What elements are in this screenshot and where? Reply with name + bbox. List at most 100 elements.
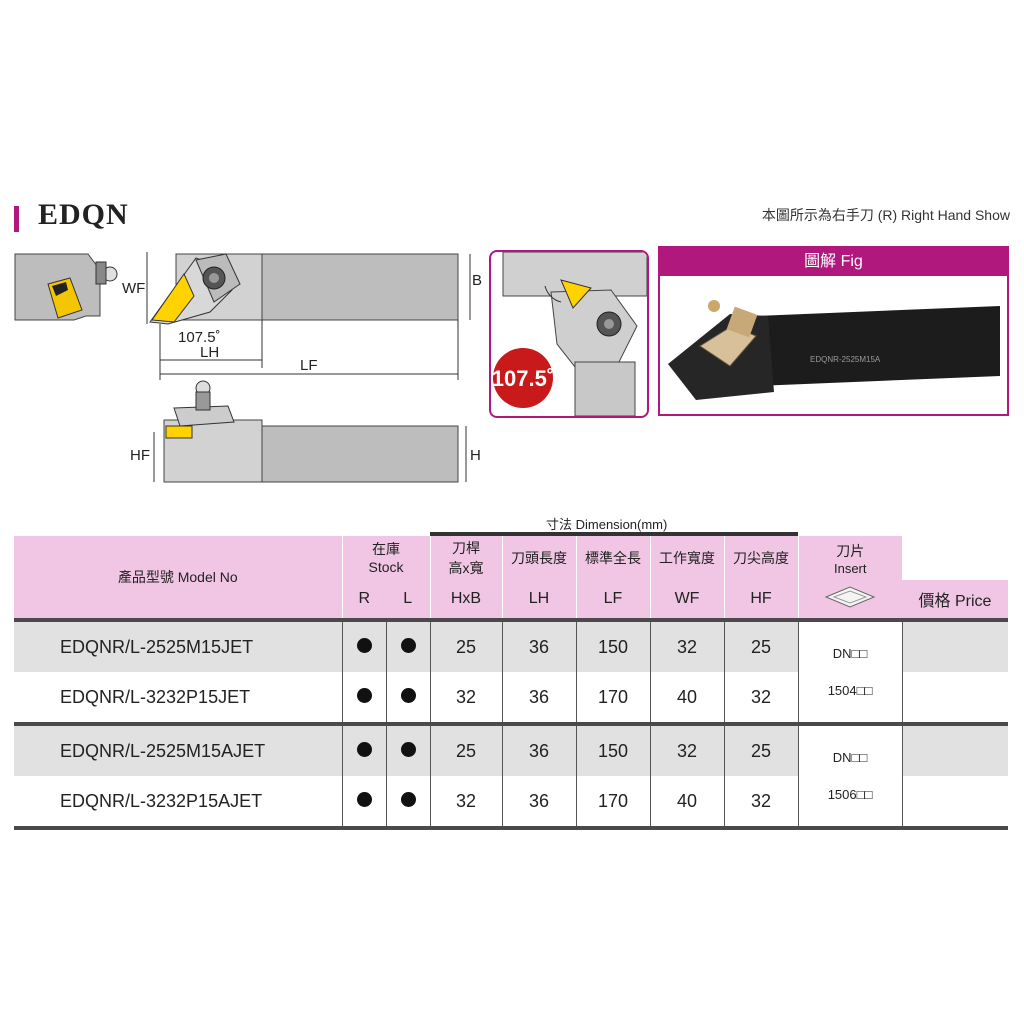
spec-table: 產品型號 Model No 在庫 Stock 刀桿 高x寬 刀頭長度 標準全長 … <box>14 536 1008 830</box>
insert-code-2: 1504□□ <box>827 683 873 698</box>
insert-header-zh: 刀片 <box>836 542 865 559</box>
table-row: EDQNR/L-2525M15AJET 25 36 150 32 25 DN□□… <box>14 722 1008 830</box>
lh-cell: 36 <box>501 672 576 724</box>
b-label: B <box>472 272 482 289</box>
page-title: EDQN <box>38 198 129 231</box>
wf-cell: 40 <box>649 672 724 724</box>
insert-header-en: Insert <box>833 560 867 576</box>
price-cell <box>902 672 1008 724</box>
wf-cell: 40 <box>649 776 724 830</box>
lf-cell: 170 <box>575 776 650 830</box>
wf-cell: 32 <box>649 722 724 776</box>
title-accent-bar <box>14 206 19 232</box>
stock-header: 在庫 Stock <box>341 536 430 580</box>
lf-header-zh-text: 標準全長 <box>585 550 641 566</box>
price-cell <box>902 618 1008 672</box>
side-view: HF H <box>130 380 481 483</box>
angle-detail-panel: 107.5˚ <box>489 250 649 418</box>
stock-r-cell <box>341 672 386 724</box>
insert-code-2: 1506□□ <box>827 787 873 802</box>
insert-cell: DN□□ 1504□□ <box>797 618 903 724</box>
lf-header: LF <box>575 580 650 620</box>
lf-cell: 170 <box>575 672 650 724</box>
model-header-text: 產品型號 Model No <box>117 569 238 585</box>
stock-l-cell <box>385 776 430 830</box>
stock-l-cell <box>385 672 430 724</box>
wf-header-zh: 工作寬度 <box>649 536 724 580</box>
insert-shape-cell <box>797 580 902 620</box>
in-stock-dot <box>400 741 416 757</box>
lh-cell: 36 <box>501 618 576 672</box>
hf-cell: 32 <box>723 672 798 724</box>
dimension-group-label: 寸法 Dimension(mm) <box>546 517 668 532</box>
shank-header-zh-text: 刀桿 高x寬 <box>448 540 484 576</box>
hxb-cell: 32 <box>429 672 502 724</box>
tool-marking: EDQNR-2525M15A <box>810 355 881 364</box>
insert-shape-icon <box>824 585 876 608</box>
model-header: 產品型號 Model No <box>14 536 342 620</box>
figure-panel: 圖解 Fig EDQNR-2525M15A <box>658 246 1009 416</box>
hxb-cell: 25 <box>429 618 502 672</box>
in-stock-dot <box>356 637 372 653</box>
lf-label: LF <box>300 357 318 374</box>
table-row: EDQNR/L-3232P15JET 32 36 170 40 32 <box>14 672 1008 724</box>
in-stock-dot <box>356 741 372 757</box>
hf-cell: 25 <box>723 722 798 776</box>
lh-header-zh: 刀頭長度 <box>501 536 576 580</box>
angle-badge: 107.5˚ <box>492 366 554 391</box>
in-stock-dot <box>400 791 416 807</box>
model-cell: EDQNR/L-3232P15AJET <box>14 776 342 830</box>
shank-header-zh: 刀桿 高x寬 <box>429 536 502 580</box>
hxb-cell: 32 <box>429 776 502 830</box>
technical-drawing: WF B 107.5˚ LH LF HF H <box>14 252 482 483</box>
lh-header-zh-text: 刀頭長度 <box>511 550 567 566</box>
in-stock-dot <box>356 687 372 703</box>
angle-label: 107.5˚ <box>178 329 221 346</box>
insert-cell: DN□□ 1506□□ <box>797 722 903 830</box>
hxb-cell: 25 <box>429 722 502 776</box>
insert-code-1: DN□□ <box>832 646 868 661</box>
stock-r-cell <box>341 722 386 776</box>
stock-r-cell <box>341 618 386 672</box>
insert-header: 刀片 Insert <box>797 536 902 580</box>
stock-r-header: R <box>341 580 386 620</box>
price-header-spacer <box>902 536 1008 580</box>
tool-photo: EDQNR-2525M15A <box>668 300 1000 400</box>
stock-l-cell <box>385 618 430 672</box>
table-row: EDQNR/L-3232P15AJET 32 36 170 40 32 <box>14 776 1008 830</box>
hf-label: HF <box>130 447 150 464</box>
model-cell: EDQNR/L-2525M15AJET <box>14 722 342 776</box>
wf-label: WF <box>122 280 145 297</box>
figure-header: 圖解 Fig <box>660 248 1007 276</box>
dimension-group-bar <box>430 532 798 536</box>
insert-code-1: DN□□ <box>832 750 868 765</box>
wf-header-zh-text: 工作寬度 <box>659 550 715 566</box>
in-stock-dot <box>356 791 372 807</box>
top-view: WF B 107.5˚ LH LF <box>122 252 482 380</box>
model-cell: EDQNR/L-3232P15JET <box>14 672 342 724</box>
stock-r-cell <box>341 776 386 830</box>
h-label: H <box>470 447 481 464</box>
in-stock-dot <box>400 637 416 653</box>
lf-cell: 150 <box>575 722 650 776</box>
in-stock-dot <box>400 687 416 703</box>
stock-l-cell <box>385 722 430 776</box>
lf-cell: 150 <box>575 618 650 672</box>
price-cell <box>902 722 1008 776</box>
stock-l-header: L <box>386 580 430 620</box>
lh-cell: 36 <box>501 722 576 776</box>
wf-header: WF <box>649 580 724 620</box>
model-cell: EDQNR/L-2525M15JET <box>14 618 342 672</box>
hf-cell: 32 <box>723 776 798 830</box>
hf-header-zh-text: 刀尖高度 <box>733 550 789 566</box>
angle-detail-drawing: 107.5˚ <box>492 252 647 416</box>
price-header: 價格 Price <box>902 580 1008 620</box>
right-hand-note: 本圖所示為右手刀 (R) Right Hand Show <box>761 207 1010 223</box>
end-view <box>14 253 118 321</box>
table-row: EDQNR/L-2525M15JET 25 36 150 32 25 DN□□ … <box>14 618 1008 724</box>
stock-header-text: 在庫 Stock <box>368 541 404 575</box>
lf-header-zh: 標準全長 <box>575 536 650 580</box>
lh-label: LH <box>200 344 219 361</box>
hf-header: HF <box>723 580 798 620</box>
hf-cell: 25 <box>723 618 798 672</box>
